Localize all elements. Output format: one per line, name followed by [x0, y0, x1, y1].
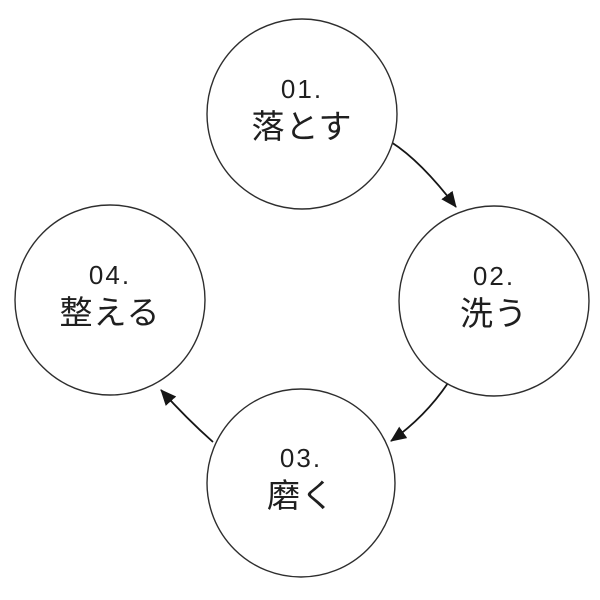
step-2-label: 洗う — [460, 295, 528, 332]
step-1-number: 01. — [281, 74, 323, 104]
step-2-circle — [398, 205, 590, 397]
step-3-circle — [206, 388, 396, 578]
step-node-2: 02. 洗う — [398, 205, 590, 397]
step-node-3: 03. 磨く — [206, 388, 396, 578]
step-4-label: 整える — [59, 294, 160, 331]
step-node-1: 01. 落とす — [206, 18, 398, 210]
step-3-number: 03. — [280, 443, 322, 473]
arrow-step1-to-step2-icon — [390, 141, 457, 208]
step-4-circle — [14, 204, 206, 396]
step-node-4: 04. 整える — [14, 204, 206, 396]
arrow-step2-to-step3-icon — [390, 382, 449, 442]
step-3-label: 磨く — [267, 477, 335, 514]
arrow-step3-to-step4-icon — [160, 389, 214, 443]
step-2-number: 02. — [473, 261, 515, 291]
step-4-number: 04. — [89, 260, 131, 290]
step-1-circle — [206, 18, 398, 210]
step-1-label: 落とす — [251, 108, 352, 145]
